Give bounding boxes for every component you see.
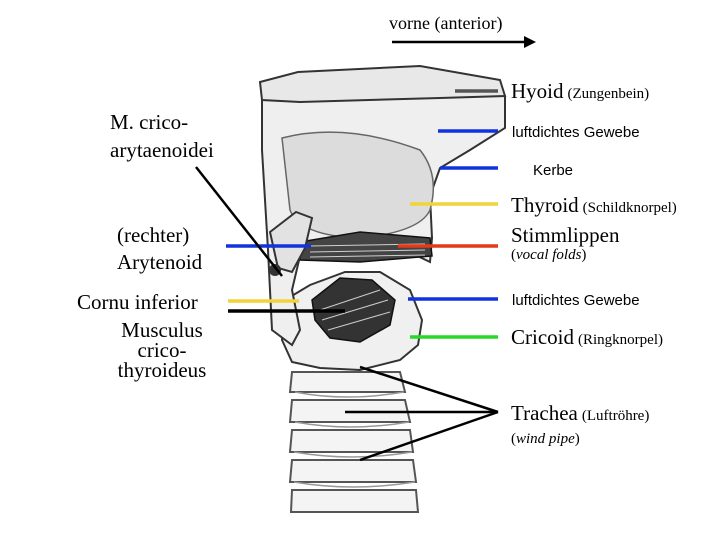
label-cricothyroid-3: thyroideus — [117, 358, 207, 382]
label-thyroid: Thyroid (Schildknorpel) — [511, 195, 677, 216]
label-trachea-main: Trachea — [511, 401, 578, 425]
label-cricoid-main: Cricoid — [511, 325, 574, 349]
label-airtight-upper: luftdichtes Gewebe — [512, 124, 640, 141]
label-thyroid-sub: (Schildknorpel) — [582, 200, 677, 216]
trachea-drawing — [288, 371, 420, 513]
pointer-trachea-3 — [359, 410, 499, 462]
vocal-folds-drawing — [299, 231, 433, 263]
label-airtight-lower: luftdichtes Gewebe — [512, 292, 640, 309]
anterior-arrow — [392, 36, 536, 48]
label-cricothyroid-2: crico- — [137, 338, 187, 362]
label-hyoid: Hyoid (Zungenbein) — [511, 81, 649, 102]
label-hyoid-sub: (Zungenbein) — [567, 86, 650, 102]
label-vocal-folds: Stimmlippen — [511, 223, 620, 247]
pointer-crico-arytenoid — [195, 166, 283, 277]
label-crico-arytenoid-1: M. crico- — [110, 110, 189, 134]
label-vocal-folds-en: vocal folds — [516, 247, 582, 263]
label-vocal-folds-sub: (vocal folds) — [511, 247, 587, 263]
hyoid-drawing — [258, 64, 507, 104]
label-cornu-inferior: Cornu inferior — [77, 290, 198, 314]
label-trachea: Trachea (Luftröhre) — [511, 403, 649, 424]
label-arytenoid-1: (rechter) — [117, 223, 190, 247]
label-trachea-en: wind pipe — [516, 431, 575, 447]
label-trachea-sub2: (wind pipe) — [511, 431, 580, 447]
label-cricoid: Cricoid (Ringknorpel) — [511, 327, 663, 348]
label-cricothyroid-1: Musculus — [121, 318, 203, 342]
label-hyoid-main: Hyoid — [511, 79, 564, 103]
label-notch: Kerbe — [533, 162, 574, 179]
label-arytenoid-2: Arytenoid — [117, 250, 203, 274]
pointer-trachea-1 — [359, 365, 499, 414]
label-cricoid-sub: (Ringknorpel) — [578, 332, 663, 348]
label-thyroid-main: Thyroid — [511, 193, 579, 217]
label-trachea-sub: (Luftröhre) — [581, 408, 650, 424]
direction-label: vorne (anterior) — [389, 13, 503, 33]
label-crico-arytenoid-2: arytaenoidei — [110, 138, 214, 162]
